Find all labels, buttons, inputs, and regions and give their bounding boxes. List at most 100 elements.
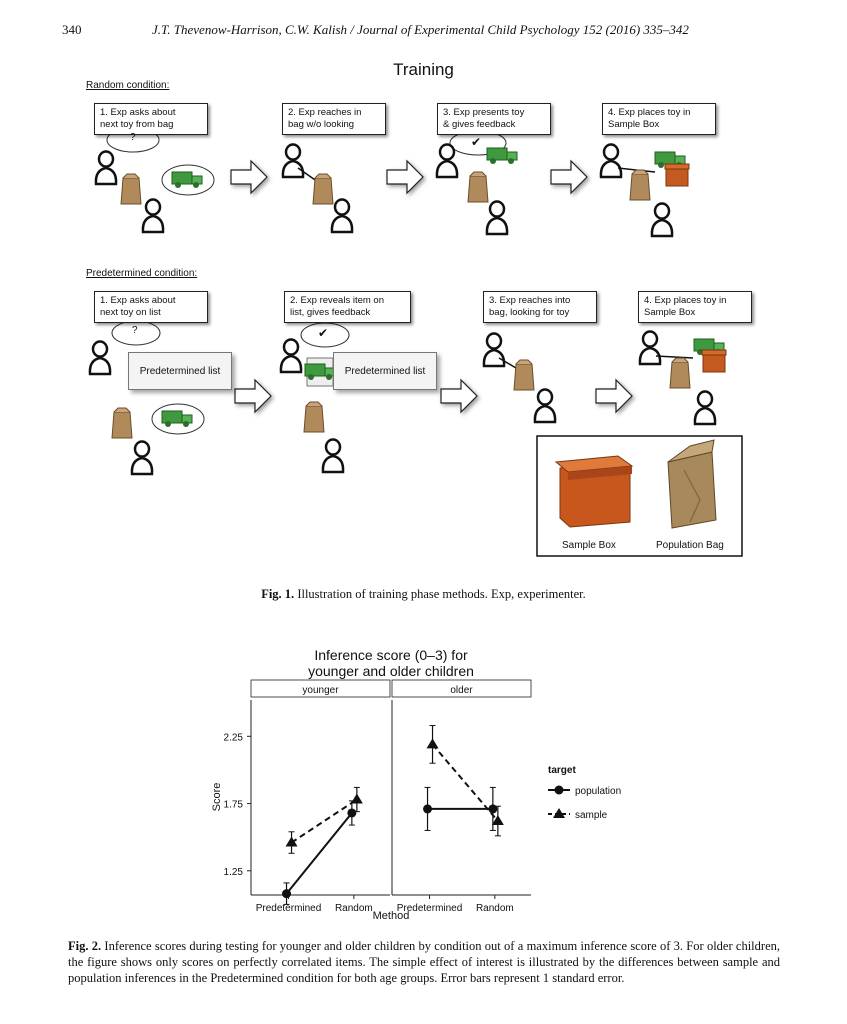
bag-icon [303,401,325,433]
bag-icon [513,359,535,391]
facet-strip [250,679,391,698]
predetermined-condition-label: Predetermined condition: [86,268,198,279]
question-mark: ? [130,132,136,143]
sample-box-label: Sample Box [562,540,616,551]
x-tick-label: Predetermined [397,903,463,914]
bag-icon [669,357,691,389]
data-point-sample [426,738,439,749]
speech-bubble [300,322,350,348]
reach-arrow [655,355,694,359]
checkmark-icon: ✔ [318,326,329,340]
step-arrow [596,380,632,412]
random-step2-scene [281,143,354,234]
experimenter-icon [88,340,112,376]
step-arrow [441,380,477,412]
child-icon [485,200,509,236]
predetermined-step-3: 3. Exp reaches into bag, looking for toy [483,291,597,323]
figure1-illustration [88,127,743,557]
experimenter-icon [281,143,305,179]
truck-icon [486,147,518,165]
series-line-sample [431,743,499,822]
data-point-sample [350,793,363,804]
figure1-caption-text: Illustration of training phase methods. … [294,587,586,601]
y-tick-label: 2.25 [224,732,244,743]
y-tick-label: 1.75 [224,800,244,811]
child-icon [650,202,674,238]
data-point-population [347,808,357,818]
step-arrow [235,380,271,412]
reach-arrow [498,357,517,369]
population-bag-label: Population Bag [656,540,724,551]
y-axis-label: Score [211,783,223,812]
series-line-sample [290,798,358,844]
legend-marker-sample [553,808,565,818]
random-condition-label: Random condition: [86,80,170,91]
child-icon [141,198,165,234]
y-tick-label: 1.25 [224,867,244,878]
legend-label-population: population [575,786,621,797]
bag-icon [111,407,133,439]
x-axis-label: Method [373,910,410,922]
pred-step2-scene [279,322,350,474]
data-point-population [423,804,433,814]
legend-label-sample: sample [575,810,608,821]
data-point-sample [491,815,504,826]
child-icon [330,198,354,234]
step-arrow [387,161,423,193]
series-line-population [285,812,353,895]
random-step-4: 4. Exp places toy in Sample Box [602,103,716,135]
facet-strip [391,679,532,698]
random-step-2: 2. Exp reaches in bag w/o looking [282,103,386,135]
data-point-sample [285,836,298,847]
bag-icon [467,171,489,203]
random-step4-scene [599,143,690,238]
experimenter-icon [482,332,506,368]
figure1-title: Training [393,60,454,79]
experimenter-icon [435,143,459,179]
page-number: 340 [62,22,82,37]
figure1-caption: Fig. 1. Illustration of training phase m… [0,586,847,602]
random-step-1: 1. Exp asks about next toy from bag [94,103,208,135]
child-icon [533,388,557,424]
journal-header: J.T. Thevenow-Harrison, C.W. Kalish / Jo… [152,22,689,37]
facet-label: younger [302,685,339,696]
predetermined-list-card: Predetermined list [128,352,232,390]
random-step1-scene [94,127,215,234]
figure1-caption-label: Fig. 1. [261,587,295,601]
question-mark: ? [132,325,138,336]
checkmark-icon: ✔ [471,135,482,149]
pred-step1-scene [88,320,205,476]
pred-step3-scene [482,332,557,424]
experimenter-icon [599,143,623,179]
predetermined-step-2: 2. Exp reveals item on list, gives feedb… [284,291,411,323]
step-arrow [231,161,267,193]
predetermined-step-1: 1. Exp asks about next toy on list [94,291,208,323]
predetermined-list-card: Predetermined list [333,352,437,390]
population-bag-photo [667,439,717,529]
pred-step4-scene [638,330,727,426]
step-arrow [551,161,587,193]
sample-box-icon [701,349,727,373]
legend-marker-population [554,785,564,795]
data-point-population [282,889,292,899]
figure2-caption-text: Inference scores during testing for youn… [68,939,780,985]
experimenter-icon [94,150,118,186]
chart-title: Inference score (0–3) for [314,647,468,663]
child-icon [693,390,717,426]
chart-title: younger and older children [308,663,474,679]
child-icon [321,438,345,474]
sample-box-photo [554,455,634,528]
x-tick-label: Random [335,903,373,914]
sample-box-icon [664,163,690,187]
figure2-caption-label: Fig. 2. [68,939,102,953]
x-tick-label: Random [476,903,514,914]
legend-title: target [548,765,576,776]
x-tick-label: Predetermined [256,903,322,914]
random-step-3: 3. Exp presents toy & gives feedback [437,103,551,135]
predetermined-step-4: 4. Exp places toy in Sample Box [638,291,752,323]
figure2-caption: Fig. 2. Inference scores during testing … [68,938,780,986]
bag-icon [312,173,334,205]
facet-label: older [450,685,473,696]
child-icon [130,440,154,476]
